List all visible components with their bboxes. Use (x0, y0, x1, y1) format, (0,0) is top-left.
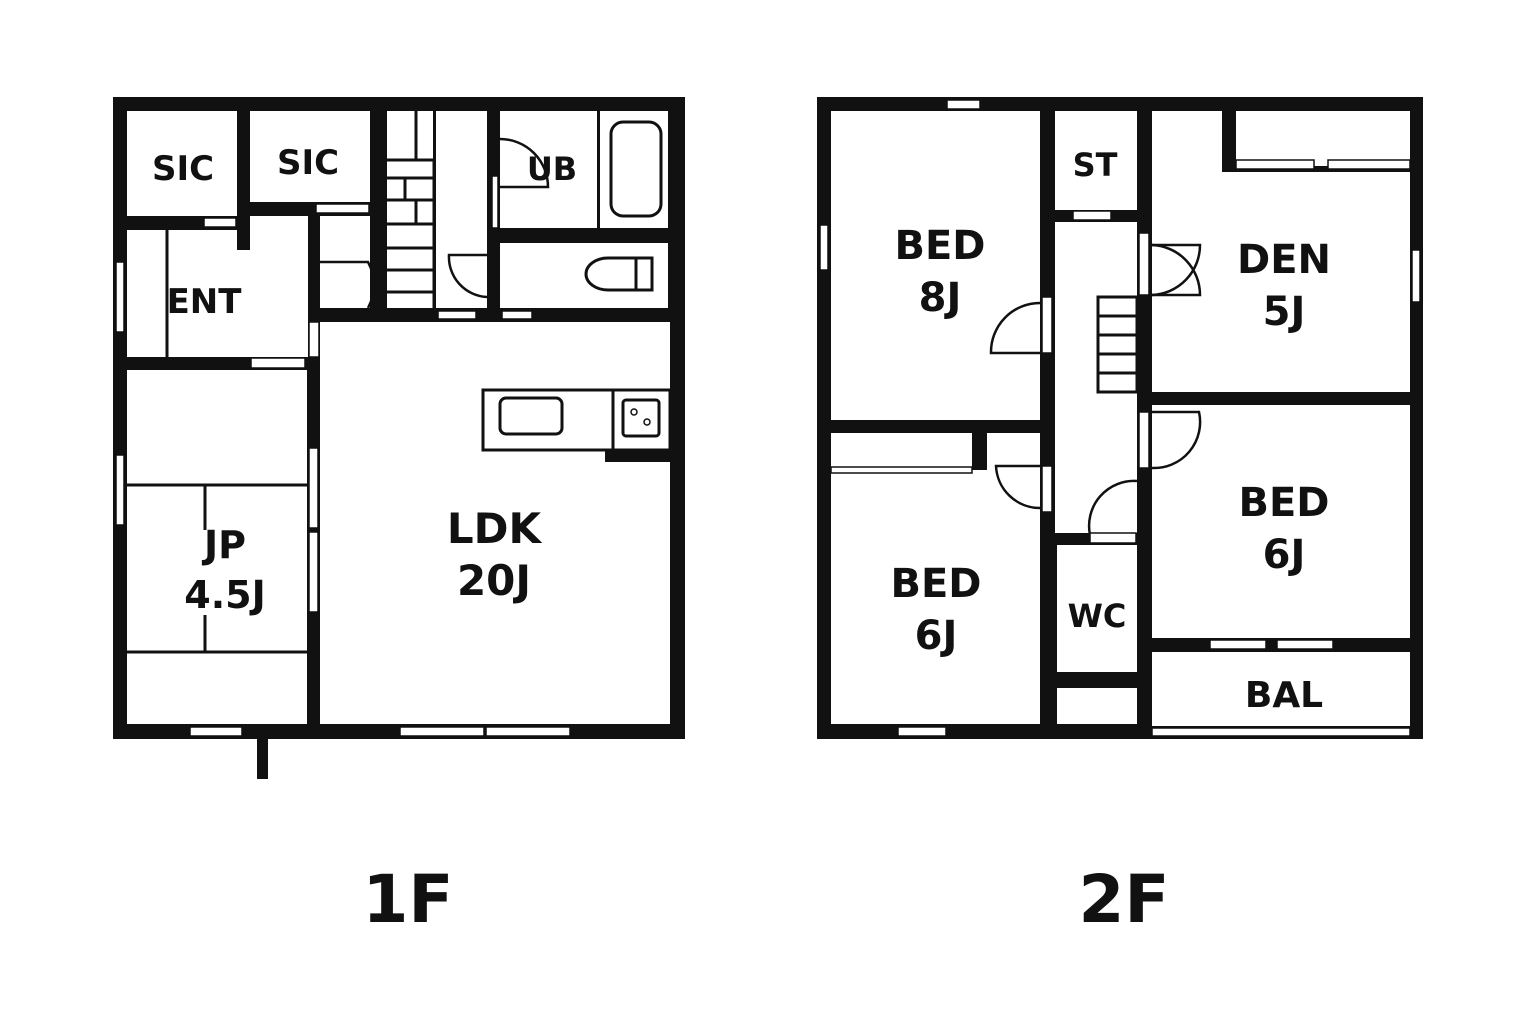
stove-icon (621, 398, 661, 438)
label-ldk-size: 20J (457, 556, 531, 605)
room-bed-6j-left-notch (987, 433, 1040, 470)
room-ub (500, 111, 597, 228)
stair-treads-2f (1096, 295, 1139, 394)
room-jp (127, 370, 307, 724)
entry-hall (250, 216, 308, 357)
sink-icon (498, 396, 564, 436)
room-ent-ext (237, 250, 250, 357)
door-den[interactable] (1151, 243, 1202, 297)
label-jp-size: 4.5J (184, 573, 265, 617)
room-sic-1 (127, 111, 237, 216)
window (399, 726, 485, 737)
label-bed-8j: BED (894, 223, 985, 269)
window (308, 447, 319, 529)
room-st (1055, 111, 1137, 210)
door-closet[interactable] (320, 260, 376, 309)
window (308, 531, 319, 613)
floor-label-2f: 2F (1078, 861, 1169, 938)
toilet-icon (584, 256, 638, 292)
kitchen-counter (481, 388, 615, 452)
window (819, 224, 829, 271)
opening (203, 217, 237, 228)
opening (1072, 210, 1112, 221)
door-wc[interactable] (1087, 479, 1138, 536)
window (189, 726, 243, 737)
opening (437, 310, 477, 320)
room-bed-8j (831, 111, 1040, 420)
label-bed-8j-size: 8J (919, 275, 962, 321)
opening (315, 203, 370, 214)
floor-plan-2f: ST BED 8J DEN 5J BED 6J BED 6J WC BAL 2F (817, 97, 1423, 938)
label-jp: JP (201, 523, 246, 567)
entrance-post (257, 739, 268, 779)
label-den-size: 5J (1263, 289, 1306, 335)
window (485, 726, 571, 737)
room-wc (1057, 545, 1137, 672)
label-bed-6j-left: BED (890, 561, 981, 607)
tatami-lines (127, 483, 307, 654)
label-bal: BAL (1245, 675, 1323, 716)
kitchen-wall (605, 450, 670, 462)
room-den-top (1152, 111, 1222, 172)
window (115, 261, 125, 333)
door-bed-6j-right[interactable] (1151, 410, 1202, 470)
label-ldk: LDK (447, 504, 543, 553)
closet-bed (831, 433, 972, 467)
room-sic-2 (250, 111, 370, 202)
label-bed-6j-left-size: 6J (915, 613, 958, 659)
window (897, 726, 947, 737)
window (1276, 639, 1334, 650)
room-bal (1152, 652, 1410, 726)
room-den (1152, 172, 1410, 392)
label-bed-6j-right-size: 6J (1263, 532, 1306, 578)
floor-plan-1f: SIC SIC UB ENT JP 4.5J LDK 20J 1F (113, 97, 685, 938)
room-bed-6j-left (831, 470, 1040, 724)
hallway-1f (436, 111, 487, 308)
door-bed-8j[interactable] (989, 301, 1041, 355)
opening (308, 321, 320, 358)
window (115, 454, 125, 526)
door-hall[interactable] (447, 253, 488, 299)
opening (250, 357, 306, 369)
opening (501, 310, 533, 320)
window (1411, 249, 1421, 303)
label-st: ST (1073, 146, 1118, 184)
label-ent: ENT (167, 282, 243, 322)
balcony-rail (1151, 727, 1411, 737)
staircase (387, 111, 433, 308)
label-den: DEN (1237, 237, 1331, 283)
door-ub[interactable] (499, 137, 550, 189)
label-ub: UB (527, 150, 577, 188)
floor-label-1f: 1F (362, 861, 453, 938)
bathtub-icon (609, 120, 663, 218)
label-sic-2: SIC (277, 143, 339, 183)
label-bed-6j-right: BED (1238, 480, 1329, 526)
stair-treads-1f (387, 111, 436, 308)
door-bed-6j-left[interactable] (994, 464, 1041, 510)
storage-small (1057, 688, 1137, 724)
label-sic-1: SIC (152, 149, 214, 189)
window (946, 99, 981, 110)
room-ent (127, 230, 237, 357)
label-wc: WC (1068, 597, 1127, 635)
window (1209, 639, 1267, 650)
closet-den (1236, 111, 1410, 166)
